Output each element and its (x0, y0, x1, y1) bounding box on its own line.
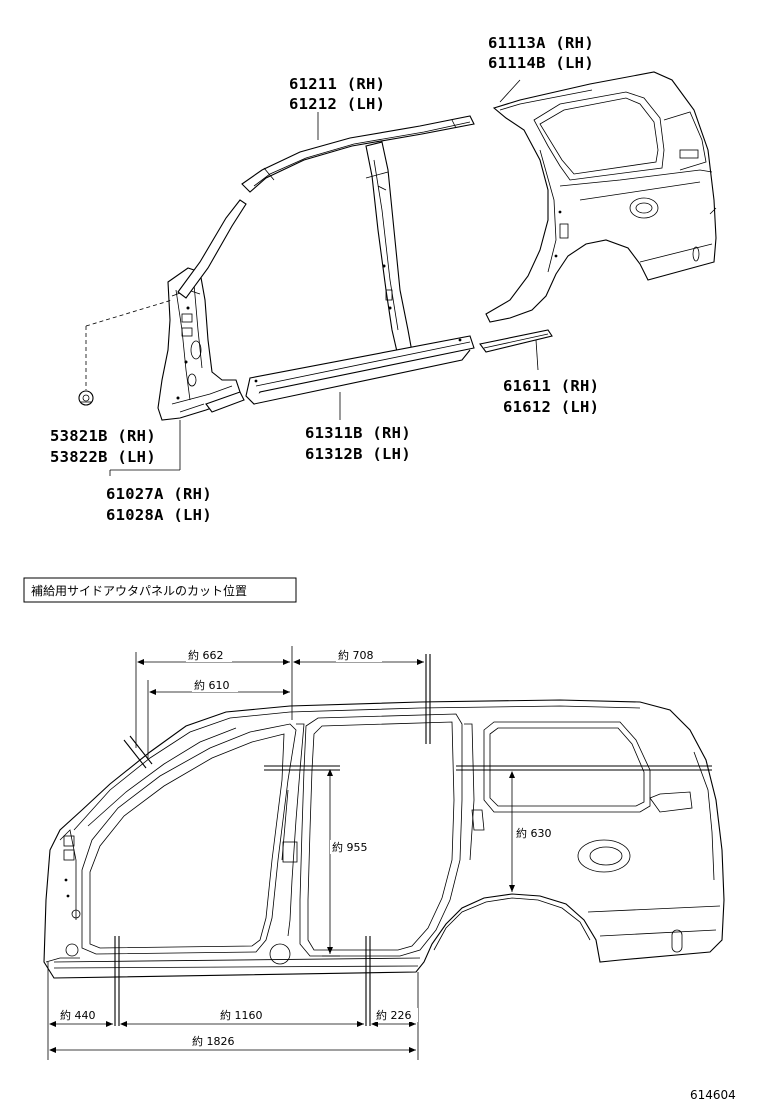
clip-part (78, 390, 94, 406)
dim-708: 約 708 (338, 648, 374, 662)
label-61611: 61611 (RH) (503, 377, 599, 395)
label-61212: 61212 (LH) (289, 95, 385, 113)
label-61027a: 61027A (RH) (106, 485, 212, 503)
section-title: 補給用サイドアウタパネルのカット位置 (31, 583, 247, 598)
quarter-panel-part (485, 71, 717, 323)
side-panel-view: 約 662 約 708 約 610 約 955 約 630 約 440 約 11… (43, 646, 725, 1060)
figure-code: 614604 (690, 1088, 736, 1102)
dim-1160: 約 1160 (220, 1008, 263, 1022)
dim-440: 約 440 (60, 1008, 96, 1022)
dim-955: 約 955 (332, 840, 368, 854)
dim-610: 約 610 (194, 678, 230, 692)
label-61312b: 61312B (LH) (305, 445, 411, 463)
front-pillar-part (157, 267, 245, 421)
label-53822b: 53822B (LH) (50, 448, 156, 466)
label-53821b: 53821B (RH) (50, 427, 156, 445)
dim-662: 約 662 (188, 648, 224, 662)
label-61114b: 61114B (LH) (488, 54, 594, 72)
leader-lines (85, 79, 539, 476)
dim-1826: 約 1826 (192, 1034, 235, 1048)
cut-lines (114, 654, 712, 1026)
dim-226: 約 226 (376, 1008, 412, 1022)
section-title-box: 補給用サイドアウタパネルのカット位置 (23, 577, 297, 603)
roof-rail-part (177, 115, 475, 357)
rocker-panel-part (245, 335, 475, 405)
label-61211: 61211 (RH) (289, 75, 385, 93)
dimension-arrows (49, 659, 515, 1053)
label-61612: 61612 (LH) (503, 398, 599, 416)
quarter-lower-part (479, 329, 553, 353)
label-61028a: 61028A (LH) (106, 506, 212, 524)
label-61113a: 61113A (RH) (488, 34, 594, 52)
exploded-parts-view: 61113A (RH) 61114B (LH) 61211 (RH) 61212… (50, 34, 717, 524)
label-61311b: 61311B (RH) (305, 424, 411, 442)
dim-630: 約 630 (516, 826, 552, 840)
